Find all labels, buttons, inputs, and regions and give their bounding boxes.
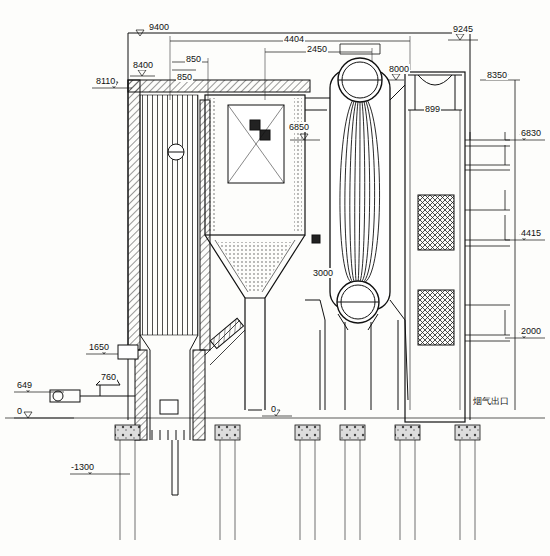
dimension-label: 0 xyxy=(16,406,23,416)
dimension-label: 850 xyxy=(185,54,202,64)
dimension-label: 1650 xyxy=(88,342,110,352)
dimension-label: 8110 xyxy=(95,76,116,86)
dimension-label: 0 xyxy=(270,404,277,414)
boiler-tube xyxy=(350,100,357,282)
outlet-label: 烟气出口 xyxy=(472,396,510,406)
dimension-label: 899 xyxy=(424,104,441,114)
boiler-tube xyxy=(362,100,370,282)
dimension-label: 2000 xyxy=(520,326,542,336)
dimension-label: 6850 xyxy=(288,122,310,132)
dimension-label: -1300 xyxy=(70,462,95,472)
dimension-label: 649 xyxy=(16,380,33,390)
dimension-label: 4415 xyxy=(520,228,542,238)
dimension-label: 8400 xyxy=(132,60,154,70)
boiler-tube xyxy=(363,100,374,282)
dimension-label: 760 xyxy=(100,372,117,382)
dimension-label: 8350 xyxy=(486,70,508,80)
dimension-label: 4404 xyxy=(283,34,305,44)
boiler-tube xyxy=(365,100,379,282)
dimension-label: 3000 xyxy=(312,268,334,278)
boiler-tube xyxy=(360,100,365,282)
dimension-label: 850 xyxy=(176,72,193,82)
dimension-label: 8000 xyxy=(388,64,410,74)
dimension-label: 9400 xyxy=(148,22,170,32)
dimension-label: 6830 xyxy=(520,128,542,138)
boiler-tube xyxy=(358,100,360,282)
dimension-label: 9245 xyxy=(452,24,474,34)
boiler-tube xyxy=(355,100,358,282)
dimension-label: 2450 xyxy=(306,44,328,54)
